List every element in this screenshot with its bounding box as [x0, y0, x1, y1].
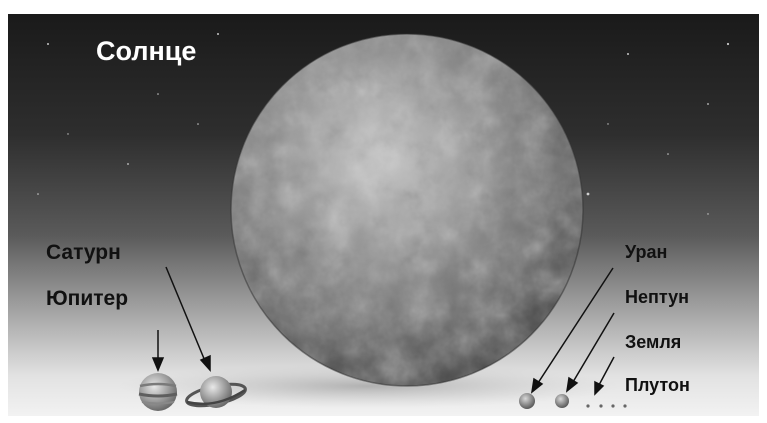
- neptune-planet: [555, 394, 569, 408]
- earth-label: Земля: [625, 332, 681, 353]
- earth-and-pluto-dots: [586, 404, 626, 407]
- sun-label: Солнце: [96, 36, 196, 67]
- neptune-label: Нептун: [625, 287, 689, 308]
- sun: [231, 34, 583, 386]
- jupiter-planet: [139, 373, 177, 411]
- uranus-planet: [519, 393, 535, 409]
- uranus-label: Уран: [625, 242, 667, 263]
- scene-graphics: [8, 14, 759, 416]
- jupiter-label: Юпитер: [46, 287, 128, 311]
- saturn-label: Сатурн: [46, 241, 121, 265]
- pluto-label: Плутон: [625, 375, 690, 396]
- space-scene: Солнце Сатурн Юпитер Уран Нептун Земля П…: [8, 14, 759, 416]
